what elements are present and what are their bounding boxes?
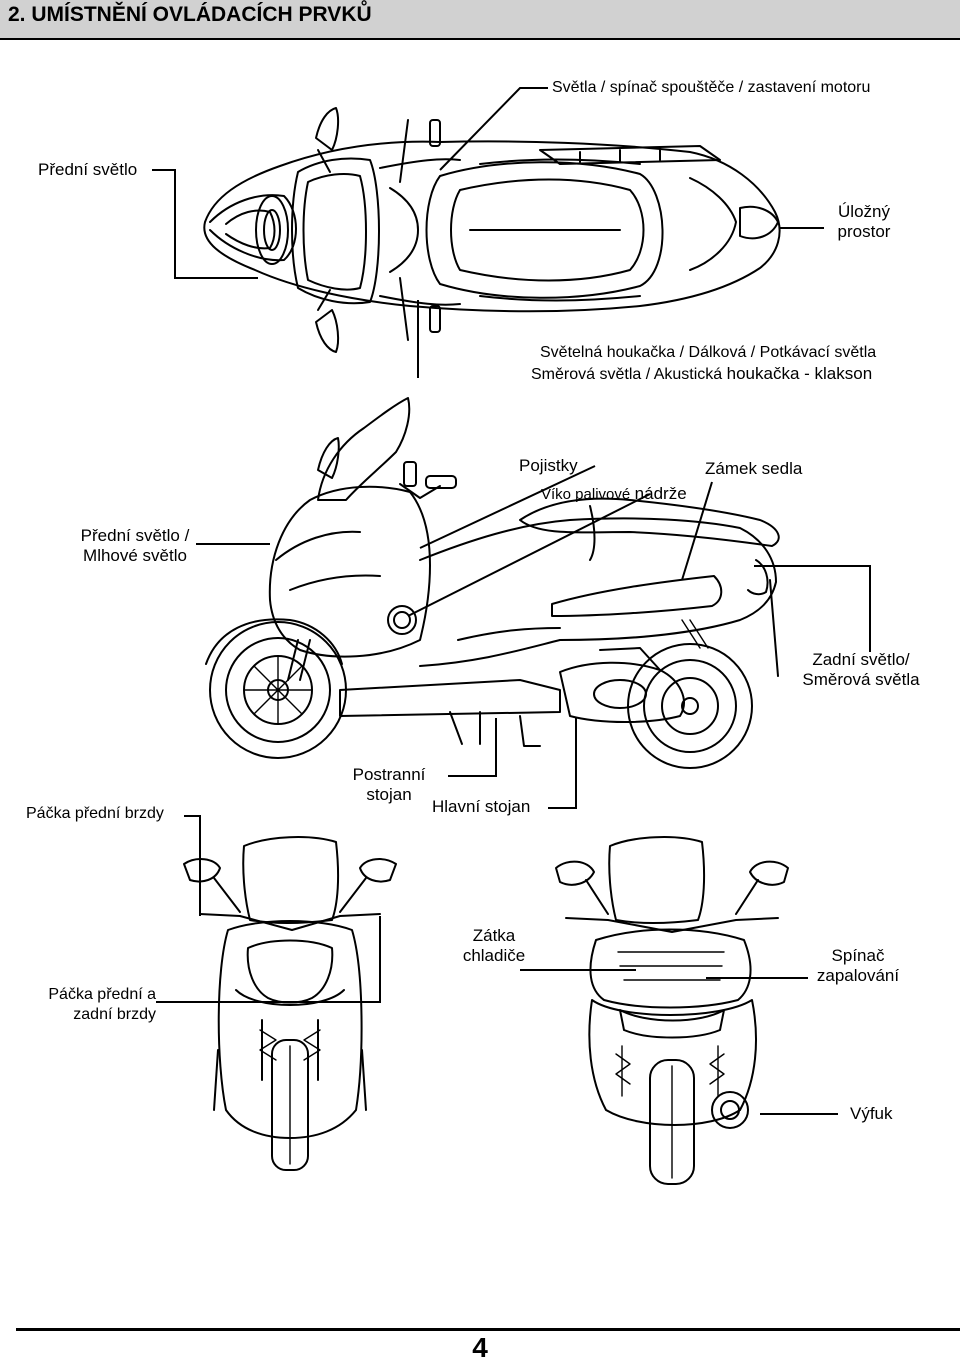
label-radiator-cap: Zátka chladiče bbox=[446, 926, 542, 966]
label-exhaust: Výfuk bbox=[850, 1104, 893, 1123]
label-front-rear-brake: Páčka přední a zadní brzdy bbox=[20, 985, 156, 1025]
scooter-rear-view bbox=[555, 836, 789, 1185]
label-radiator-cap-line-1: Zátka bbox=[472, 926, 516, 945]
label-storage-line-2: prostor bbox=[837, 222, 891, 241]
label-front-fog: Přední světlo / Mlhové světlo bbox=[60, 526, 210, 566]
footer-divider bbox=[16, 1328, 960, 1331]
label-ignition-line-2: zapalování bbox=[816, 966, 900, 985]
label-rear-light-line-2: Směrová světla bbox=[802, 670, 920, 689]
label-horn-line-2b: houkačka - klakson bbox=[726, 364, 873, 383]
label-rear-light-line-1: Zadní světlo/ bbox=[812, 650, 910, 669]
scooter-top-view bbox=[203, 107, 781, 353]
leader-front-brake bbox=[184, 815, 201, 916]
label-storage: Úložný prostor bbox=[824, 202, 904, 242]
leader-fuses bbox=[419, 465, 596, 549]
leader-front-light-top bbox=[152, 169, 258, 279]
label-fuses: Pojistky bbox=[519, 456, 578, 475]
label-rear-light: Zadní světlo/ Směrová světla bbox=[788, 650, 934, 690]
label-side-stand-line-1: Postranní bbox=[352, 765, 426, 784]
label-radiator-cap-line-2: chladiče bbox=[462, 946, 526, 965]
label-lights-switch: Světla / spínač spouštěče / zastavení mo… bbox=[552, 79, 871, 96]
label-fuel-cap-a: Víko palivové bbox=[541, 486, 631, 503]
scooter-front-view bbox=[183, 836, 397, 1171]
label-front-fog-line-1: Přední světlo / bbox=[80, 526, 190, 545]
label-front-light-top: Přední světlo bbox=[38, 160, 138, 179]
leader-seat-lock bbox=[681, 481, 713, 581]
leader-rear-light bbox=[754, 565, 871, 652]
leader-side-stand bbox=[448, 718, 497, 777]
leader-main-stand bbox=[548, 718, 577, 809]
label-front-rear-brake-line-2: zadní brzdy bbox=[73, 1006, 156, 1023]
page-title: 2. UMÍSTNĚNÍ OVLÁDACÍCH PRVKŮ bbox=[8, 3, 372, 26]
header-bar: 2. UMÍSTNĚNÍ OVLÁDACÍCH PRVKŮ bbox=[0, 0, 960, 40]
label-ignition: Spínač zapalování bbox=[804, 946, 912, 986]
leader-front-rear-brake-right bbox=[156, 916, 381, 1003]
label-front-brake: Páčka přední brzdy bbox=[26, 805, 164, 822]
label-fuel-cap: Víko palivové nádrže bbox=[541, 484, 687, 505]
scooter-side-view bbox=[205, 397, 780, 769]
label-seat-lock: Zámek sedla bbox=[705, 459, 803, 478]
leader-fuel-cap bbox=[407, 493, 651, 617]
page-number: 4 bbox=[472, 1332, 488, 1363]
label-ignition-line-1: Spínač bbox=[831, 946, 885, 965]
label-storage-line-1: Úložný bbox=[838, 202, 890, 221]
label-horn-line-1: Světelná houkačka / Dálková / Potkávací … bbox=[540, 344, 877, 361]
label-side-stand-line-2: stojan bbox=[366, 785, 412, 804]
label-side-stand: Postranní stojan bbox=[336, 765, 442, 805]
label-main-stand: Hlavní stojan bbox=[432, 797, 531, 816]
label-front-fog-line-2: Mlhové světlo bbox=[83, 546, 187, 565]
leader-lights-switch bbox=[439, 87, 548, 171]
label-front-rear-brake-line-1: Páčka přední a bbox=[48, 986, 156, 1003]
label-horn-line-2a: Směrová světla / Akustická bbox=[531, 366, 723, 383]
label-fuel-cap-b: nádrže bbox=[634, 484, 687, 503]
label-horn-line-2: Směrová světla / Akustická houkačka - kl… bbox=[531, 364, 872, 385]
